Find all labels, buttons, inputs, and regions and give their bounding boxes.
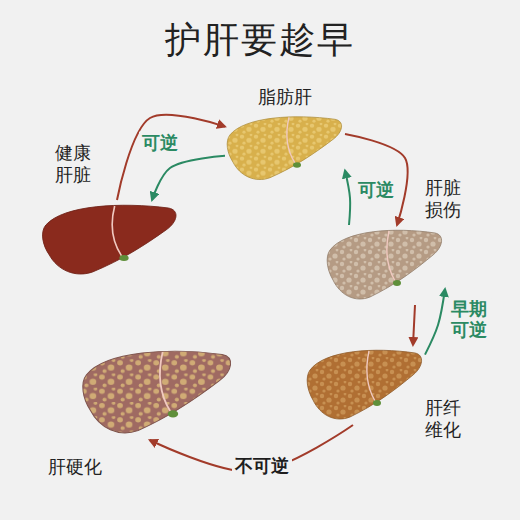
- liver-shape: [43, 205, 176, 274]
- progression-arrow: [152, 156, 225, 200]
- liver-stage: 肝硬化: [80, 345, 235, 440]
- progression-arrow: [345, 170, 350, 225]
- progression-arrow: [345, 134, 408, 225]
- liver-stage: 健康 肝脏: [40, 200, 180, 280]
- liver-illustration: [325, 225, 445, 305]
- ligament-line: [367, 351, 375, 401]
- ligament-line: [160, 352, 170, 411]
- liver-stage: 肝脏 损伤: [325, 225, 445, 305]
- edge-label: 可逆: [355, 179, 397, 202]
- liver-shape: [83, 351, 231, 433]
- liver-shape: [327, 230, 441, 299]
- stage-label: 脂肪肝: [258, 86, 312, 108]
- gallbladder: [168, 410, 178, 417]
- liver-illustration: [305, 345, 425, 425]
- edge-label: 早期 可逆: [447, 298, 491, 341]
- liver-illustration: [225, 112, 345, 185]
- stage-label: 肝硬化: [48, 456, 102, 478]
- edge-label: 可逆: [139, 132, 181, 155]
- ligament-line: [387, 231, 395, 281]
- progression-arrow: [117, 115, 225, 200]
- stage-label: 肝纤 维化: [425, 397, 466, 440]
- ligament-line: [287, 117, 295, 163]
- progression-arrow: [413, 305, 415, 345]
- gallbladder: [373, 400, 381, 406]
- liver-shape: [227, 117, 341, 180]
- gallbladder: [393, 280, 401, 286]
- liver-shape: [307, 350, 421, 419]
- ligament-line: [112, 206, 121, 256]
- liver-illustration: [40, 200, 180, 280]
- liver-stage: 肝纤 维化: [305, 345, 425, 425]
- liver-illustration: [80, 345, 235, 440]
- gallbladder: [293, 162, 301, 167]
- liver-stage: 脂肪肝: [225, 112, 345, 185]
- title: 护肝要趁早: [0, 16, 520, 65]
- edge-label: 不可逆: [232, 455, 292, 478]
- stage-label: 健康 肝脏: [55, 142, 96, 185]
- stage-label: 肝脏 损伤: [425, 177, 466, 220]
- progression-arrow: [425, 289, 445, 355]
- gallbladder: [119, 255, 128, 261]
